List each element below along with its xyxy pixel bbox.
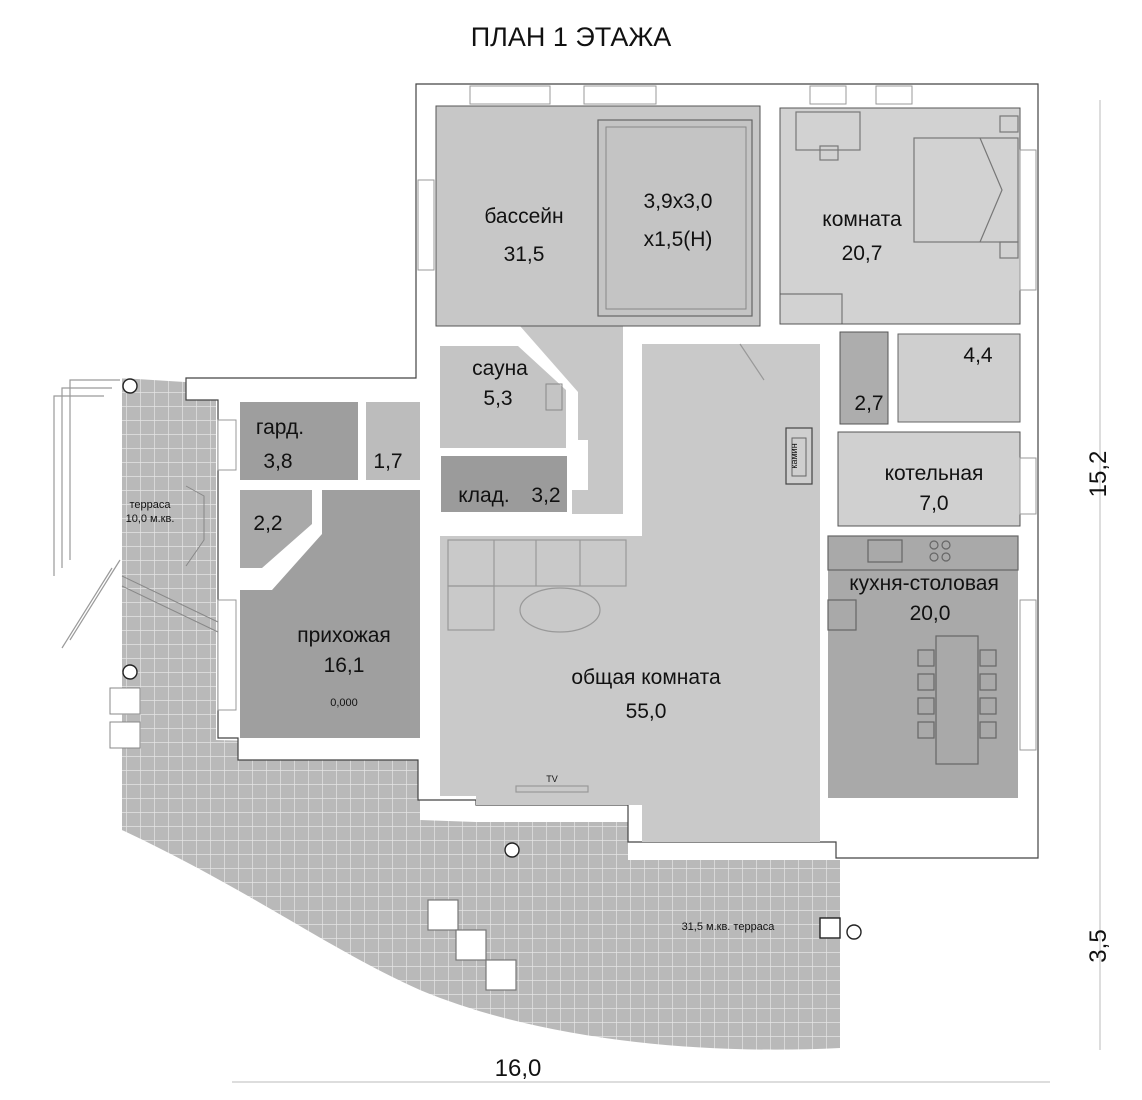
room-bedroom <box>780 108 1020 324</box>
hall-name: прихожая <box>297 624 391 647</box>
dimension-depth-main: 15,2 <box>1085 451 1112 498</box>
pool-name: бассейн <box>484 205 563 228</box>
wardrobe-area: 3,8 <box>263 450 292 473</box>
columns <box>122 378 862 940</box>
room-sauna <box>440 346 566 448</box>
terrace-steps-left <box>53 379 121 649</box>
page-title: ПЛАН 1 ЭТАЖА <box>471 22 672 52</box>
room-vestibule <box>240 490 312 568</box>
room-wardrobe <box>240 402 358 480</box>
dimension-width: 16,0 <box>495 1055 542 1082</box>
bed-icon <box>780 111 1019 324</box>
bedroom-area: 20,7 <box>842 242 883 265</box>
living-area: 55,0 <box>626 700 667 723</box>
room-boiler <box>838 432 1020 526</box>
room-kitchen <box>828 536 1018 798</box>
kitchen-furniture <box>827 535 1019 765</box>
kitchen-name: кухня-столовая <box>849 572 999 595</box>
room-44 <box>897 333 1021 423</box>
kitchen-area: 20,0 <box>910 602 951 625</box>
pool-basin <box>597 119 753 317</box>
pool-area: 31,5 <box>504 243 545 266</box>
room-living <box>440 344 820 842</box>
vestibule-area: 2,2 <box>253 512 282 535</box>
room-wc <box>366 402 420 480</box>
terrace-small-label-1: терраса <box>129 499 171 511</box>
boiler-area: 7,0 <box>919 492 948 515</box>
wardrobe-name: гард. <box>256 416 304 439</box>
sofa-icon <box>447 343 765 793</box>
terrace-steps-bottom <box>427 899 517 991</box>
room-27 <box>840 332 888 424</box>
living-name: общая комната <box>571 666 721 689</box>
windows <box>217 85 1037 751</box>
pool-basin-size: 3,9х3,0 <box>644 190 713 213</box>
hall-area: 16,1 <box>324 654 365 677</box>
storage-name: клад. <box>458 484 509 507</box>
door-symbols <box>109 485 219 749</box>
fireplace-label: камин <box>789 443 799 468</box>
terrace-large-label: 31,5 м.кв. терраса <box>682 921 776 933</box>
tv-label: TV <box>546 774 558 784</box>
terrace-large <box>122 740 840 1050</box>
fireplace <box>785 427 813 485</box>
room-storage <box>441 456 567 512</box>
boiler-name: котельная <box>885 462 984 485</box>
dimension-depth-terrace: 3,5 <box>1085 929 1112 962</box>
room-44-area: 4,4 <box>963 344 993 367</box>
storage-area: 3,2 <box>531 484 560 507</box>
dimension-lines <box>232 100 1101 1083</box>
terrace-small-label-2: 10,0 м.кв. <box>126 513 175 525</box>
bedroom-name: комната <box>822 208 902 231</box>
wc-area: 1,7 <box>373 450 402 473</box>
pool-basin-depth: х1,5(Н) <box>644 228 713 251</box>
room-27-area: 2,7 <box>854 392 883 415</box>
room-hall <box>240 490 420 738</box>
sauna-area: 5,3 <box>483 387 512 410</box>
hall-level: 0,000 <box>330 697 358 709</box>
sauna-name: сауна <box>472 357 528 380</box>
